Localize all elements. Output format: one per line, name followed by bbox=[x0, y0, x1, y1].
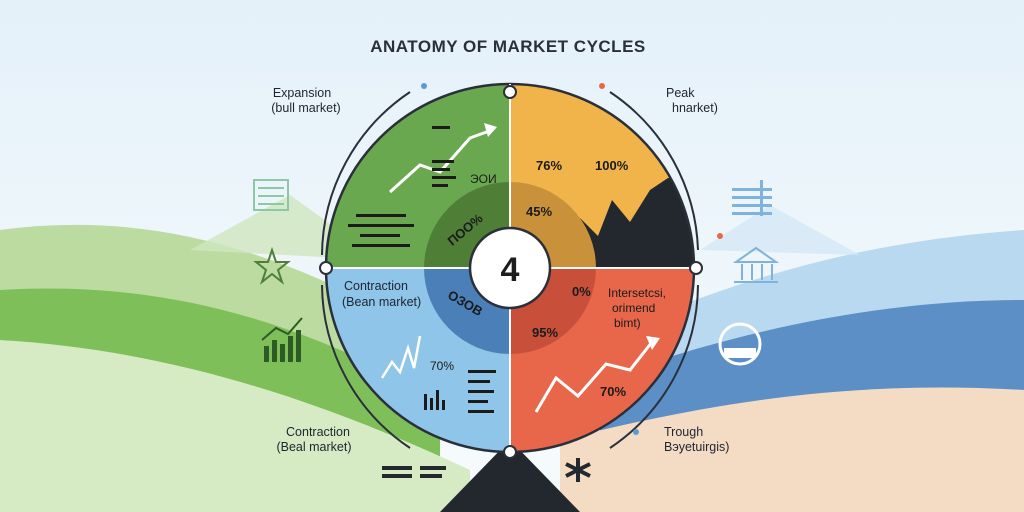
peak-value-b: 100% bbox=[595, 158, 629, 173]
accent-dot bbox=[633, 429, 639, 435]
expansion-trend-line bbox=[388, 128, 493, 194]
trough-trend-line bbox=[534, 341, 654, 413]
expansion-bars bbox=[348, 126, 456, 247]
label-contraction-sub: (Beal market) bbox=[276, 440, 351, 454]
gear-icon bbox=[253, 246, 291, 285]
contraction-value: 70% bbox=[430, 359, 454, 373]
label-peak-sub: hnarket) bbox=[672, 101, 718, 115]
trough-line-2: orimend bbox=[612, 301, 655, 315]
ring-orange-value: 45% bbox=[526, 204, 552, 219]
trough-value-top: 0% bbox=[572, 284, 591, 299]
bank-icon bbox=[732, 246, 780, 283]
left-hill-pale bbox=[0, 340, 470, 512]
label-expansion-sub: (bull market) bbox=[271, 101, 340, 115]
arc-peak bbox=[609, 91, 699, 251]
right-hill-sand bbox=[560, 387, 1024, 512]
label-contraction-inner: Contraction bbox=[344, 279, 408, 293]
data-table-icon bbox=[732, 180, 772, 216]
node-top bbox=[503, 85, 517, 99]
peak-value-a: 76% bbox=[536, 158, 562, 173]
right-mountain bbox=[700, 205, 860, 255]
page-title: ANATOMY OF MARKET CYCLES bbox=[370, 37, 646, 56]
trough-value: 70% bbox=[600, 384, 626, 399]
label-expansion: Expansion bbox=[273, 86, 331, 100]
label-peak: Peak bbox=[666, 86, 695, 100]
arc-trough bbox=[609, 284, 699, 449]
coin-icon bbox=[718, 322, 762, 366]
trough-line-3: bimt) bbox=[614, 316, 641, 330]
label-trough: Trough bbox=[664, 425, 703, 439]
label-trough-sub: Bэyetuirgis) bbox=[664, 440, 729, 454]
center-circle bbox=[468, 226, 552, 310]
center-number: 4 bbox=[501, 251, 520, 289]
label-contraction: Contraction bbox=[286, 425, 350, 439]
node-right bbox=[689, 261, 703, 275]
document-icon bbox=[253, 179, 289, 211]
contraction-zigzag bbox=[380, 335, 422, 379]
expansion-arrow-icon bbox=[484, 123, 497, 137]
arc-contraction bbox=[321, 284, 411, 449]
arc-expansion bbox=[321, 91, 411, 256]
node-bottom bbox=[503, 445, 517, 459]
label-contraction-inner-sub: (Bean market) bbox=[342, 295, 421, 309]
growth-chart-icon bbox=[261, 317, 303, 362]
asterisk-icon bbox=[565, 458, 591, 482]
contraction-lines bbox=[468, 370, 496, 413]
expansion-label: ЭОИ bbox=[470, 172, 497, 186]
bottom-wedge bbox=[440, 440, 580, 512]
trough-line-1: Intersetcsi, bbox=[608, 286, 666, 300]
list-icon bbox=[382, 466, 446, 478]
accent-dot bbox=[599, 83, 605, 89]
ring-red-value: 95% bbox=[532, 325, 558, 340]
accent-dot bbox=[421, 83, 427, 89]
contraction-bar-icon bbox=[424, 390, 445, 410]
node-left bbox=[319, 261, 333, 275]
trough-arrow-icon bbox=[646, 336, 660, 350]
accent-dot bbox=[717, 233, 723, 239]
